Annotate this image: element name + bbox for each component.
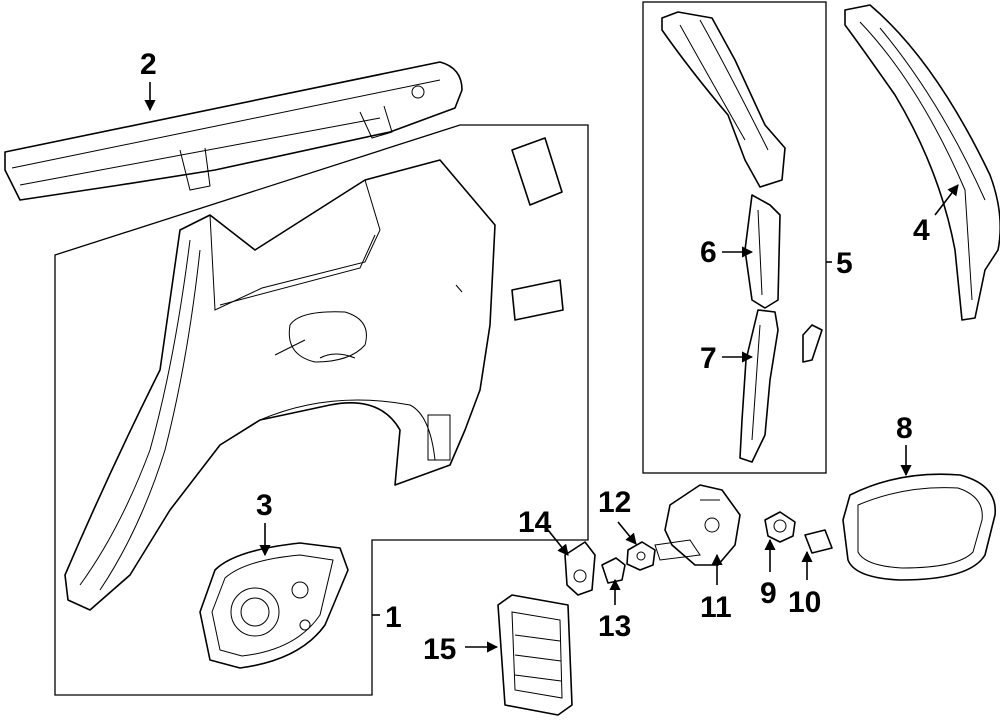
- part-12-grommet[interactable]: [626, 541, 656, 571]
- callout-9: 9: [760, 577, 777, 610]
- seal-pad-upper: [511, 137, 563, 206]
- callout-13: 13: [598, 610, 631, 643]
- callout-3: 3: [256, 489, 273, 522]
- callout-8: 8: [896, 412, 913, 445]
- part-14-spring[interactable]: [564, 541, 596, 596]
- subassembly-frame: [642, 1, 827, 474]
- leader-4: [934, 184, 959, 216]
- callout-15: 15: [423, 633, 456, 666]
- part-11-lock-actuator[interactable]: [654, 484, 741, 566]
- part-2-roof-rail[interactable]: [4, 61, 463, 201]
- part-10-clip[interactable]: [804, 529, 833, 554]
- callout-12: 12: [598, 486, 631, 519]
- callout-11: 11: [700, 591, 732, 624]
- callout-10: 10: [788, 586, 821, 619]
- callout-7: 7: [700, 342, 717, 375]
- part-13-cushion[interactable]: [601, 557, 626, 584]
- part-9-bumper[interactable]: [764, 511, 796, 543]
- part-3-fuel-housing[interactable]: [199, 542, 349, 669]
- callout-4: 4: [913, 214, 930, 247]
- part-1-quarter-panel[interactable]: [64, 159, 496, 611]
- part-8-fuel-door[interactable]: [842, 473, 996, 581]
- part-15-fuel-box[interactable]: [497, 594, 573, 716]
- callout-5: 5: [836, 247, 853, 280]
- leader-14: [547, 529, 569, 556]
- leader-12: [617, 521, 637, 545]
- callout-6: 6: [700, 236, 717, 269]
- assembly-frame: [54, 124, 589, 696]
- part-5-pillar-assembly[interactable]: [661, 11, 823, 463]
- callout-14: 14: [518, 506, 552, 539]
- callout-1: 1: [385, 601, 402, 634]
- part-4-pillar-reinforcement[interactable]: [844, 4, 1000, 321]
- callout-2: 2: [140, 48, 157, 81]
- seal-pad-lower: [511, 279, 564, 321]
